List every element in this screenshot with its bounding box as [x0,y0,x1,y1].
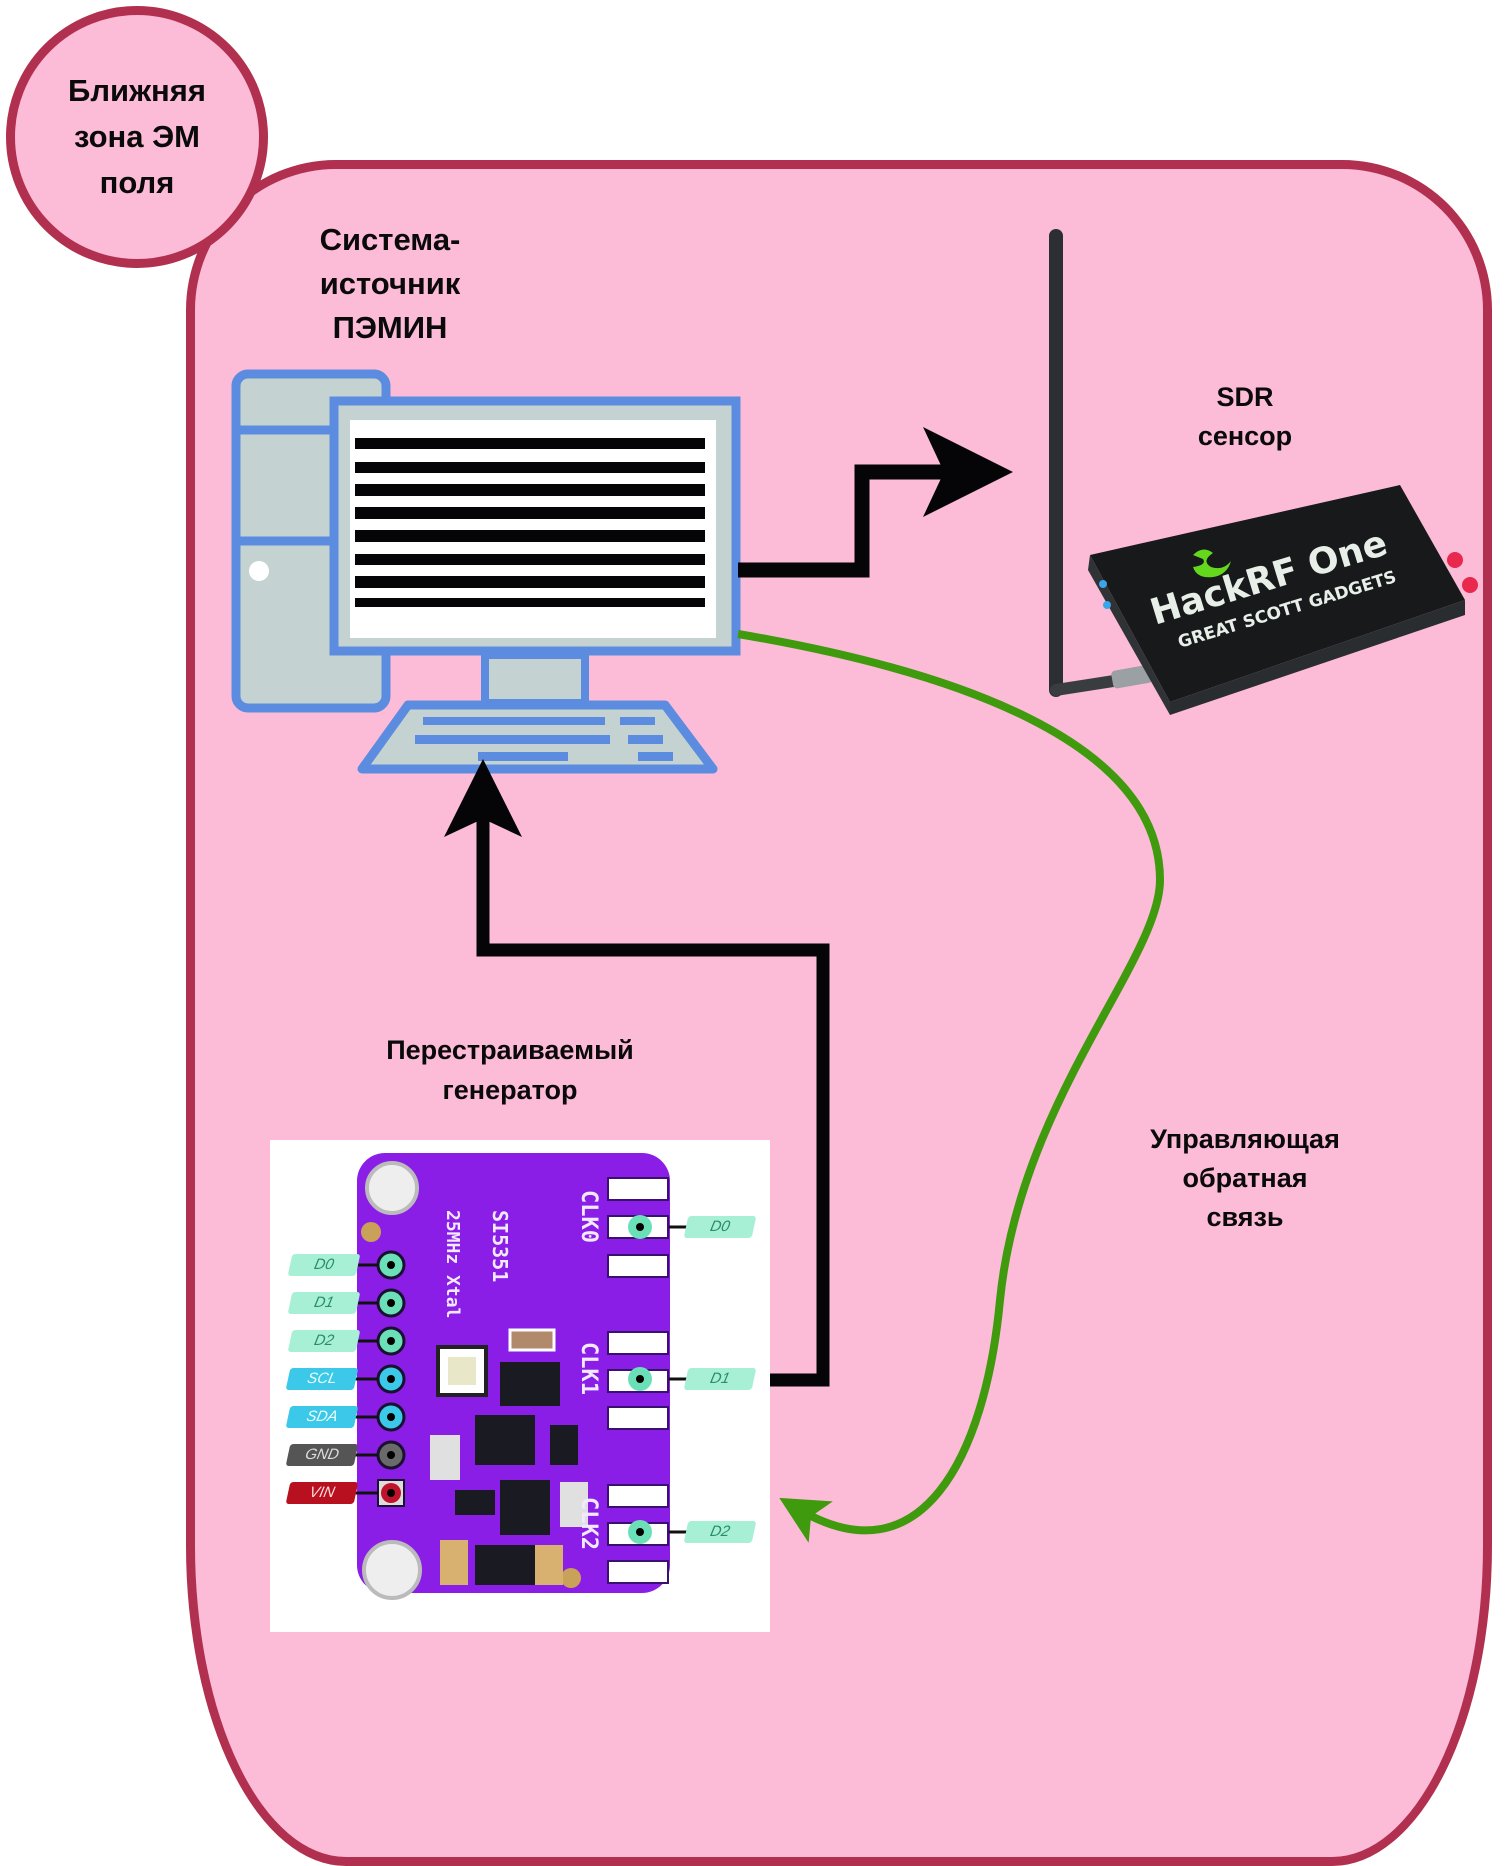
clk1-silk: CLK1 [576,1342,601,1395]
chip-name-silk: SI5351 [488,1210,512,1283]
generator-label: Перестраиваемый генератор [386,1035,634,1105]
arrow-feedback-sdr-to-generator [737,630,1165,1543]
sma-port-icon [1447,552,1463,568]
clk2-silk: CLK2 [576,1497,601,1550]
arrow-generator-to-pc [444,759,830,1387]
output-test-points [628,1215,652,1544]
screen-text-lines [355,438,705,607]
near-field-zone-badge: Ближняя зона ЭМ поля [6,6,268,268]
source-system-label: Система- источник ПЭМИН [319,222,461,345]
feedback-label: Управляющая обратная связь [1150,1124,1340,1232]
clk0-silk: CLK0 [576,1190,601,1243]
mount-hole-icon [365,1161,419,1215]
near-field-zone-title: Ближняя зона ЭМ поля [68,73,206,200]
sma-port-icon [1462,577,1478,593]
gsg-logo-icon [1193,549,1231,578]
mount-hole-icon [362,1540,422,1600]
power-button-icon [249,561,269,581]
arrow-pc-to-sdr [738,427,1013,578]
si5351-chip-icon [500,1362,560,1406]
crystal-silk: 25MHz Xtal [442,1210,463,1319]
sdr-sensor-label: SDR сенсор [1197,382,1293,451]
